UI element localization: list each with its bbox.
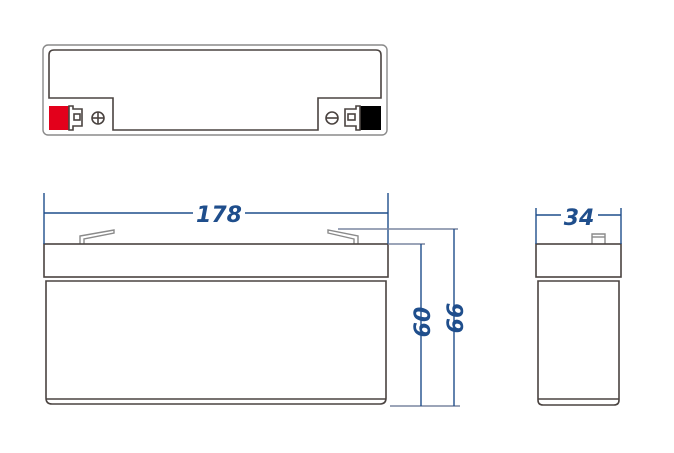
negative-terminal-tab — [344, 105, 361, 131]
side-lid — [535, 243, 622, 278]
negative-terminal — [325, 105, 381, 131]
front-terminal-left — [79, 229, 115, 244]
top-view-inner-outline — [48, 49, 382, 131]
front-container — [45, 280, 387, 405]
positive-terminal-block — [49, 106, 69, 130]
top-view — [42, 44, 388, 136]
positive-terminal-hole — [73, 113, 81, 121]
plus-icon — [91, 111, 105, 125]
container-height-label: 60 — [411, 307, 436, 338]
side-view — [535, 233, 622, 406]
positive-terminal — [49, 105, 105, 131]
negative-terminal-block — [360, 106, 381, 130]
negative-terminal-hole — [347, 113, 356, 121]
length-label: 178 — [196, 203, 242, 228]
positive-terminal-tab — [68, 105, 83, 131]
front-lid — [43, 243, 389, 278]
width-label: 34 — [564, 206, 595, 231]
top-view-outer-outline — [42, 44, 388, 136]
dimension-length: 178 — [43, 193, 389, 244]
front-view — [43, 229, 389, 405]
minus-icon — [325, 111, 339, 125]
front-terminal-right — [327, 229, 359, 244]
dimension-width: 34 — [535, 206, 622, 244]
dimension-heights: 60 66 — [338, 228, 469, 407]
side-terminal — [591, 233, 606, 244]
total-height-label: 66 — [444, 303, 469, 334]
side-container — [537, 280, 620, 406]
